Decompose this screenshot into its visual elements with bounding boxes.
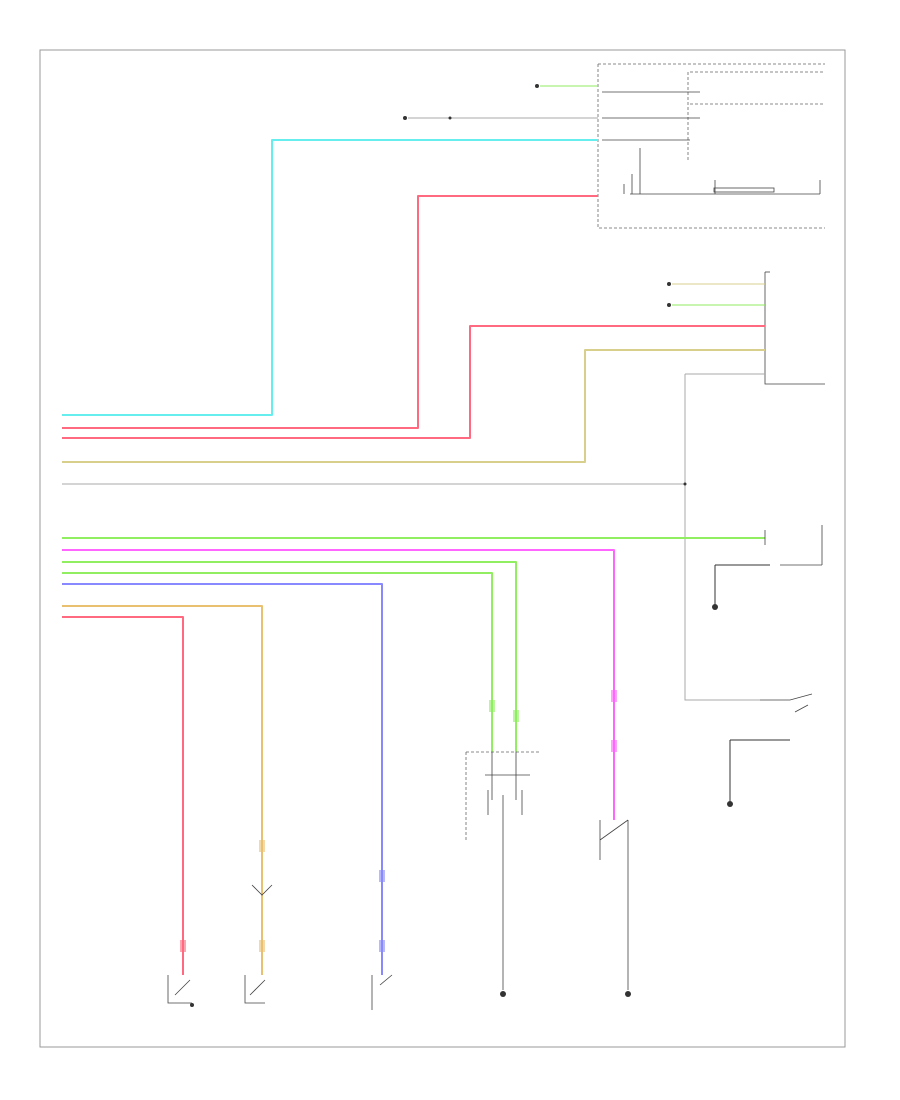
engine-control-module (597, 63, 825, 229)
wire-red-2 (62, 325, 765, 439)
ground-icon (712, 604, 718, 610)
bottom-switch-3 (371, 974, 393, 1010)
ecm-inputs (403, 84, 598, 120)
ground-icon (500, 991, 506, 997)
connector-dot (667, 282, 671, 286)
splice-dot (683, 482, 687, 486)
magenta-component (599, 819, 631, 997)
connector-markers (180, 690, 617, 952)
wire-pink (62, 616, 184, 975)
right-switch-block (712, 525, 823, 807)
wire-gray-main (62, 373, 765, 701)
wire-red-1 (62, 195, 598, 429)
wire-orange (62, 605, 263, 975)
wire-tan (62, 349, 765, 463)
bottom-switch-2 (244, 884, 273, 1004)
ground-icon (625, 991, 631, 997)
connector-dot (448, 116, 452, 120)
wire-blue (62, 583, 383, 975)
ground-icon (190, 1003, 194, 1007)
combination-switch (465, 751, 540, 997)
meter-block (667, 271, 825, 385)
bottom-switch-1 (167, 975, 194, 1007)
connector-dot (535, 84, 539, 88)
connector-dot (667, 303, 671, 307)
wire-magenta (62, 549, 615, 820)
diagram-frame (39, 49, 846, 1048)
ground-icon (727, 801, 733, 807)
wire-cyan (62, 139, 598, 416)
connector-dot (403, 116, 407, 120)
wire-green-b (62, 572, 493, 752)
wire-green-a (62, 561, 517, 752)
